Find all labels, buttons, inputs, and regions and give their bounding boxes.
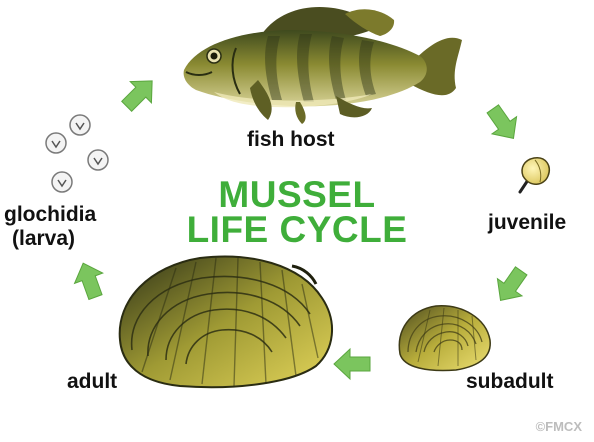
subadult-mussel-icon bbox=[399, 306, 490, 371]
label-adult: adult bbox=[67, 371, 117, 393]
arrow-icon bbox=[481, 100, 526, 147]
label-juvenile: juvenile bbox=[488, 212, 566, 234]
label-larva: (larva) bbox=[12, 228, 75, 250]
arrow-icon bbox=[488, 262, 533, 309]
label-subadult: subadult bbox=[466, 371, 554, 393]
label-fish-host: fish host bbox=[247, 129, 335, 151]
arrow-icon bbox=[116, 70, 163, 117]
arrow-icon bbox=[334, 349, 370, 379]
arrow-icon bbox=[69, 258, 110, 302]
adult-mussel-icon bbox=[120, 257, 332, 388]
label-glochidia: glochidia bbox=[4, 204, 96, 226]
copyright-text: ©FMCX bbox=[536, 419, 582, 434]
fish-icon bbox=[184, 7, 462, 124]
